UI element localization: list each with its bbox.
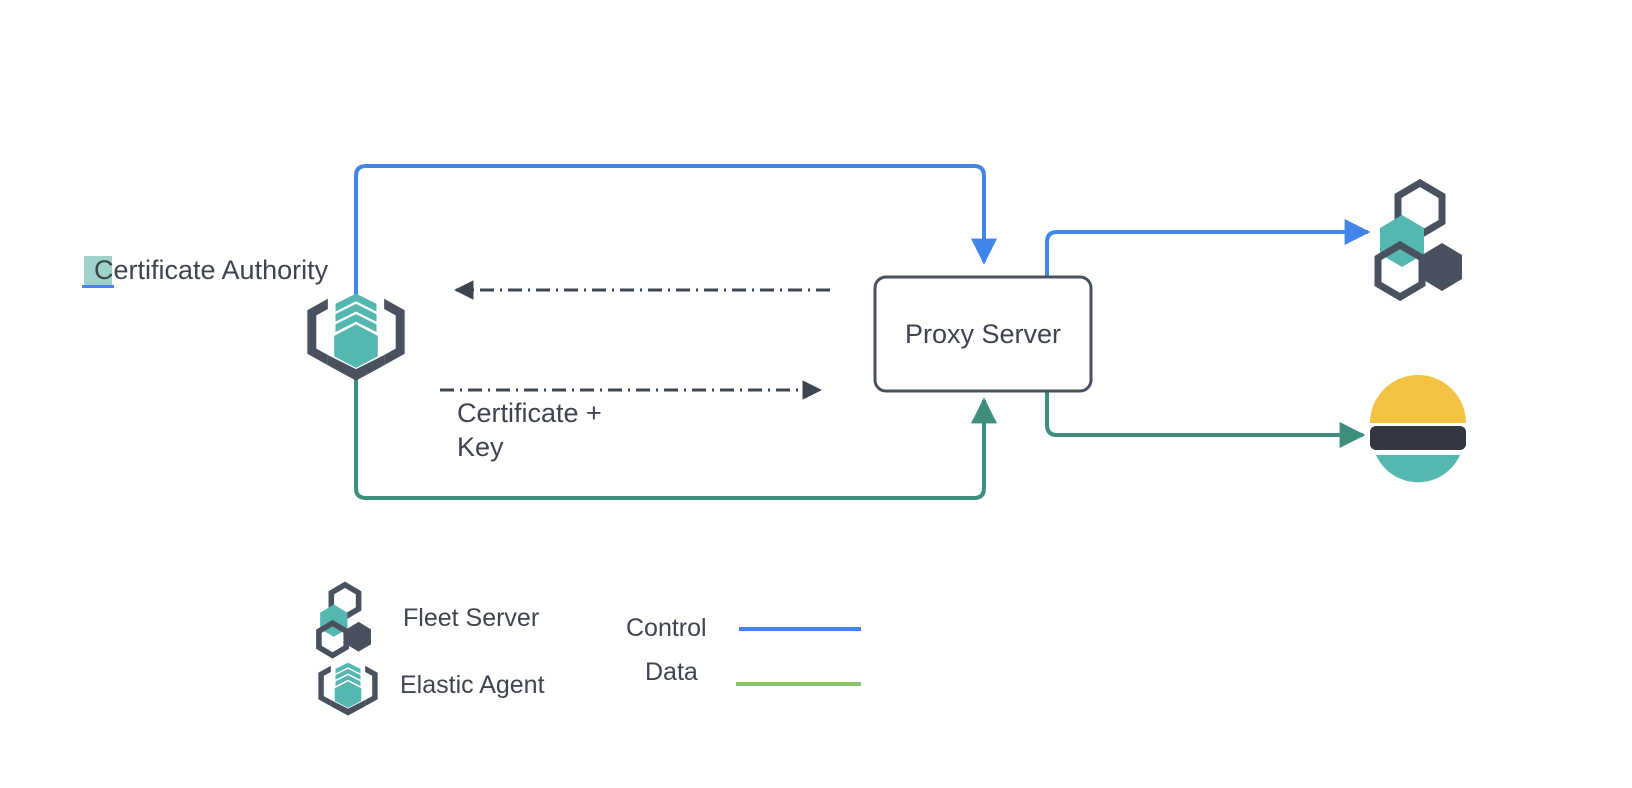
edge-proxy-to-elasticsearch-data xyxy=(1045,391,1366,448)
legend-line-label-control: Control xyxy=(626,614,707,642)
edge-proxy-to-fleet-control xyxy=(1045,219,1371,277)
edge-agent-to-proxy-data xyxy=(354,370,997,500)
legend-fleet-server-icon xyxy=(316,581,371,659)
cert-key-edge-label: Certificate + Key xyxy=(457,396,602,464)
proxy-server-box[interactable] xyxy=(873,275,1093,393)
certificate-authority-label: Certificate Authority xyxy=(94,255,329,285)
certificate-authority-highlight xyxy=(84,256,112,288)
certificate-authority-underline xyxy=(82,285,114,288)
elasticsearch-icon xyxy=(1370,375,1466,483)
cert-key-line1: Certificate + xyxy=(457,398,602,428)
elastic-agent-icon xyxy=(307,293,405,381)
fleet-server-icon xyxy=(1374,178,1462,302)
cert-key-line2: Key xyxy=(457,432,504,462)
legend-item-label-fleet-server: Fleet Server xyxy=(403,604,540,632)
edge-agent-to-proxy-control xyxy=(354,164,997,300)
legend-item-label-elastic-agent: Elastic Agent xyxy=(400,671,545,699)
legend-line-label-data: Data xyxy=(645,658,698,686)
legend-elastic-agent-icon xyxy=(318,662,378,716)
proxy-server-label: Proxy Server xyxy=(904,318,1062,349)
